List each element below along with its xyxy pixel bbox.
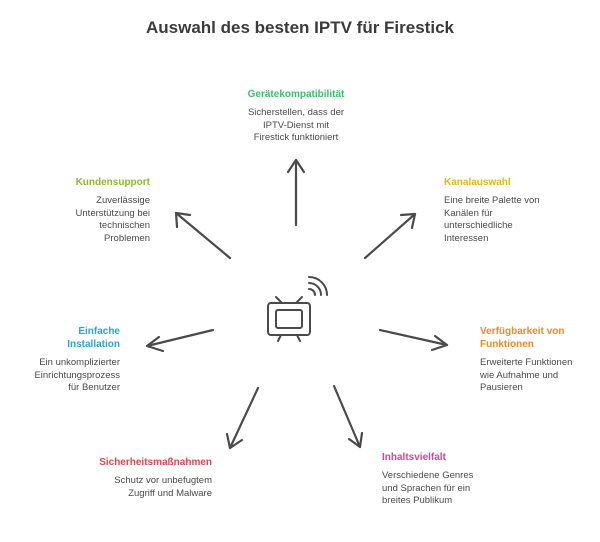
node-description: Sicherstellen, dass der IPTV-Dienst mit … [247,107,345,143]
node-description: Erweiterte Funktionen wie Aufnahme und P… [480,357,573,393]
node-description: Schutz vor unbefugtem Zugriff und Malwar… [114,475,212,499]
arrow-kanalauswahl [363,212,417,260]
node-installation: Einfache Installation Ein unkomplizierte… [14,325,120,395]
node-verfuegbarkeit: Verfügbarkeit von Funktionen Erweiterte … [480,325,590,395]
node-description: Verschiedene Genres und Sprachen für ein… [382,470,474,506]
node-title: Sicherheitsmaßnahmen [99,457,212,468]
node-title: Gerätekompatibilität [247,89,345,100]
arrow-kundensupport [174,211,232,260]
node-inhaltsvielfalt: Inhaltsvielfalt Verschiedene Genres und … [382,451,522,508]
node-sicherheit: Sicherheitsmaßnahmen Schutz vor unbefugt… [82,456,212,500]
diagram-title: Auswahl des besten IPTV für Firestick [146,18,454,37]
arrow-sicherheit [225,386,260,450]
node-description: Ein unkomplizierter Einrichtungsprozess … [34,357,120,393]
node-kanalauswahl: Kanalauswahl Eine breite Palette von Kan… [444,176,584,245]
node-title: Kundensupport [75,177,150,188]
node-description: Eine breite Palette von Kanälen für unte… [444,195,540,244]
arrow-geraetekompatibilitaet [286,158,306,227]
node-title: Einfache Installation [67,326,120,350]
tv-icon [267,276,328,342]
node-title: Kanalauswahl [444,177,511,188]
node-geraetekompatibilitaet: Gerätekompatibilität Sicherstellen, dass… [226,88,366,145]
node-description: Zuverlässige Unterstützung bei technisch… [75,195,150,244]
arrow-inhaltsvielfalt [332,384,364,449]
arrow-verfuegbarkeit [378,328,449,352]
node-title: Verfügbarkeit von Funktionen [480,326,565,350]
node-title: Inhaltsvielfalt [382,452,446,463]
node-kundensupport: Kundensupport Zuverlässige Unterstützung… [30,176,150,245]
arrow-installation [145,328,215,353]
